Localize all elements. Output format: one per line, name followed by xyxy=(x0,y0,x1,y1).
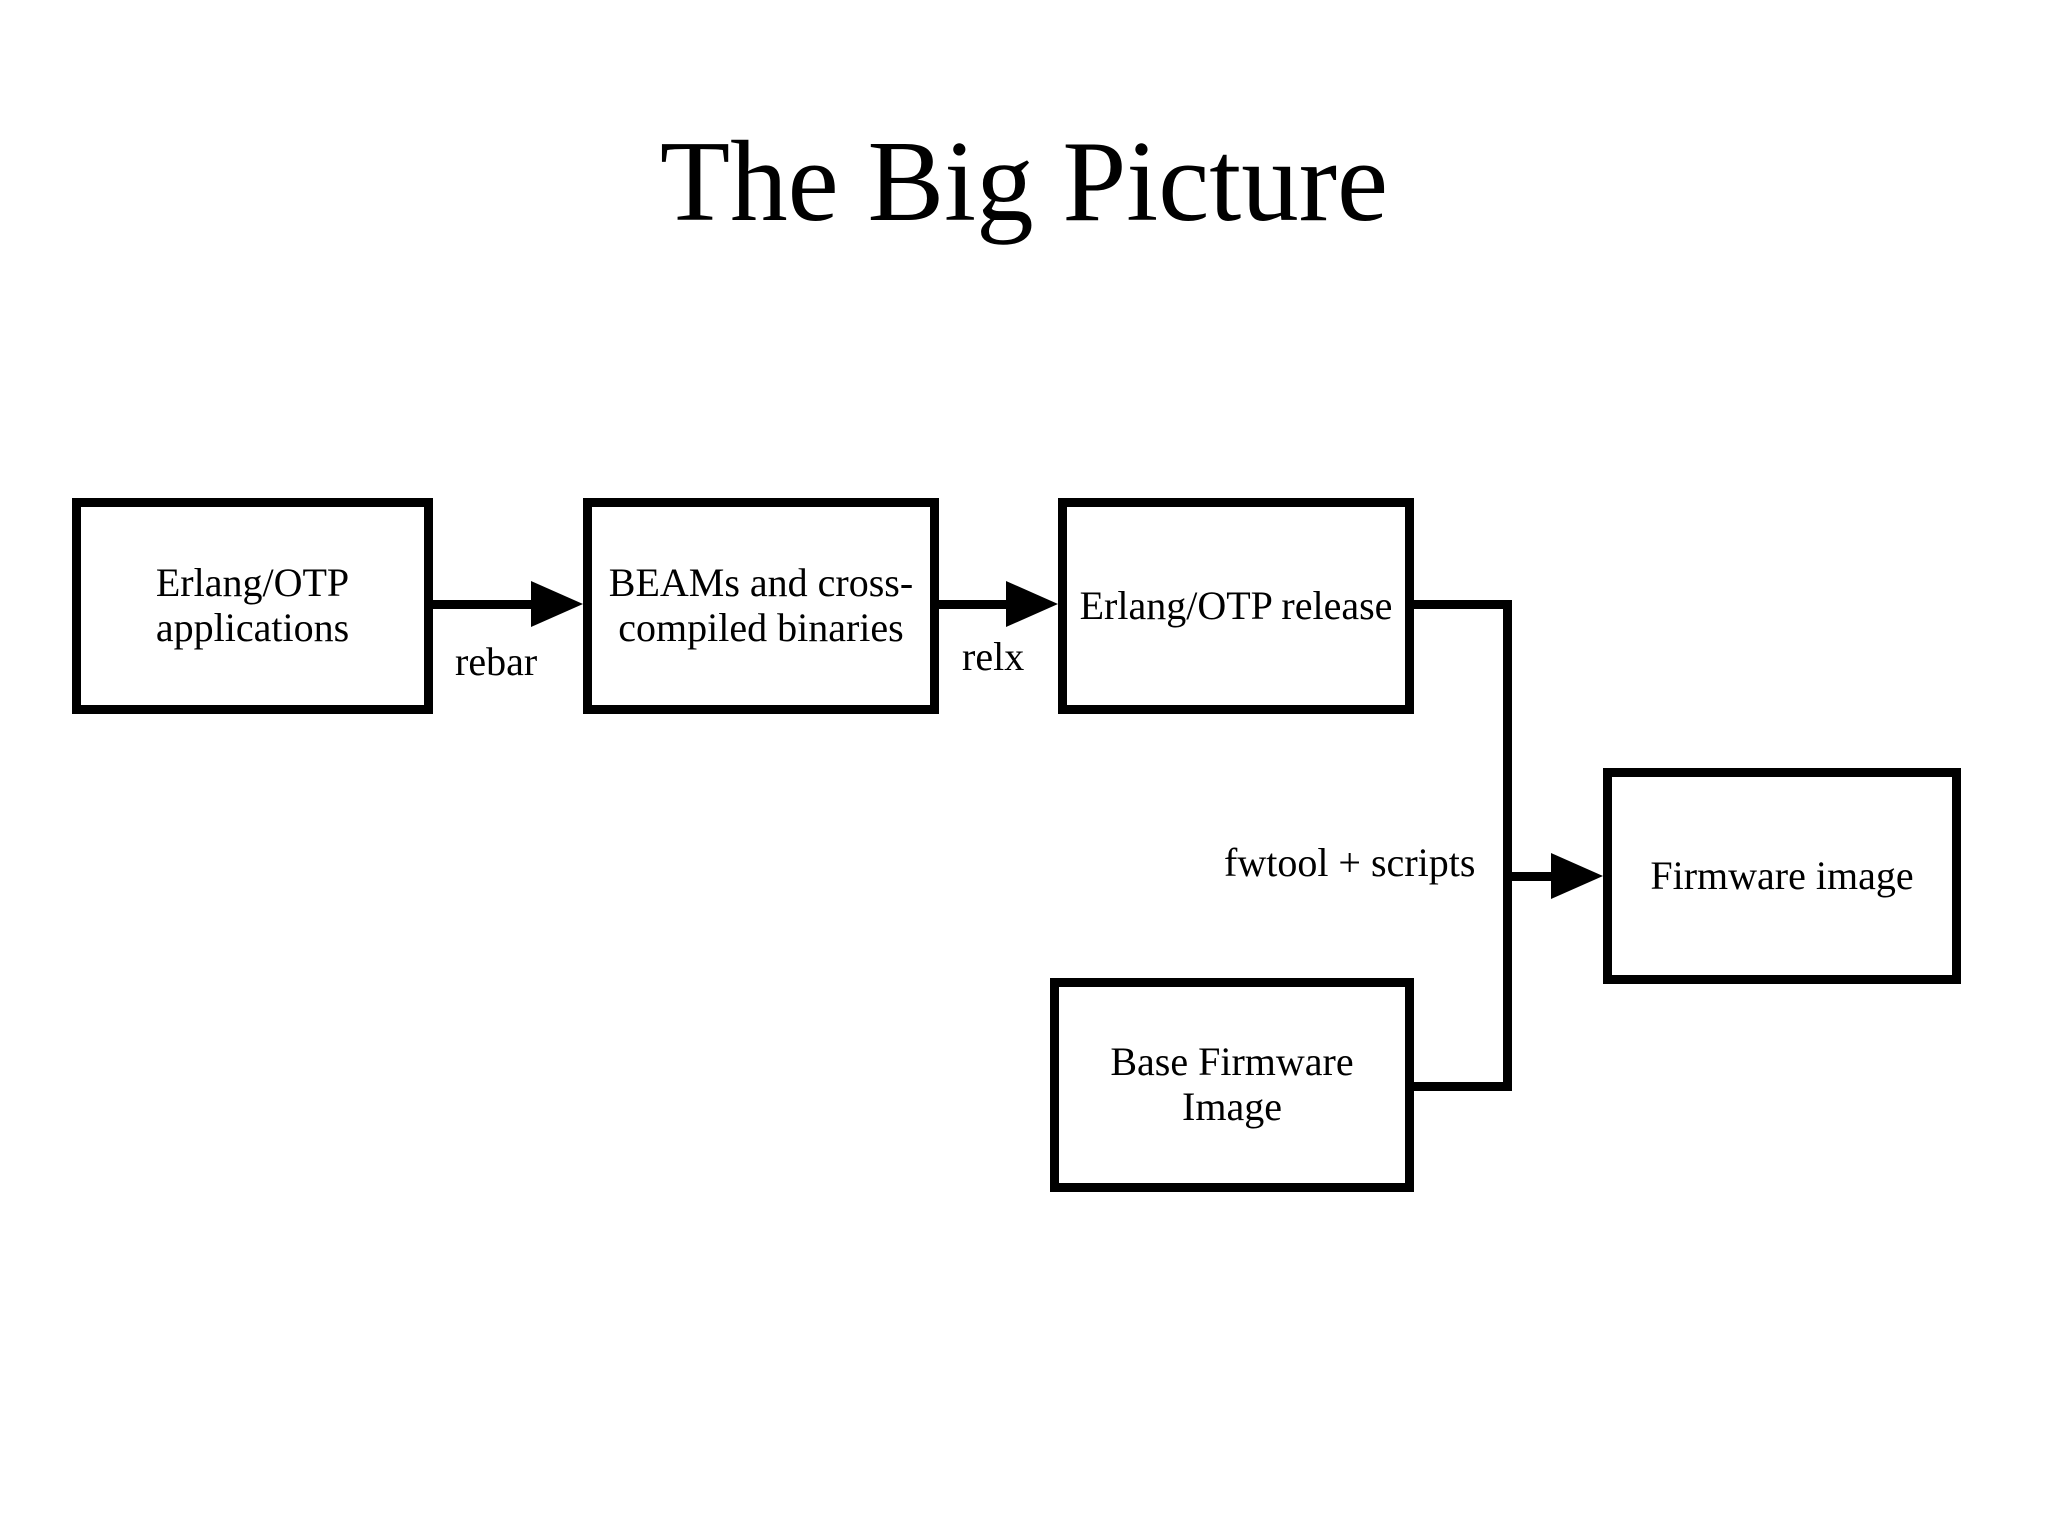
node-erlang-otp-applications: Erlang/OTP applications xyxy=(72,498,433,714)
node-firmware-image: Firmware image xyxy=(1603,768,1961,984)
node-label-line: BEAMs and cross- xyxy=(608,560,914,606)
node-base-firmware-image: Base Firmware Image xyxy=(1050,978,1414,1192)
edge-release-out-line xyxy=(1413,600,1512,609)
node-label-line: Firmware image xyxy=(1650,852,1914,898)
node-label-line: applications xyxy=(155,605,350,650)
node-label-line: Base Firmware xyxy=(1110,1039,1354,1085)
arrowhead-icon xyxy=(531,581,583,627)
edge-firmware-in-line xyxy=(1512,872,1552,881)
arrowhead-icon xyxy=(1006,581,1058,627)
node-label-line: Erlang/OTP release xyxy=(1079,582,1393,628)
node-label-line: Image xyxy=(1182,1084,1282,1129)
node-erlang-otp-release: Erlang/OTP release xyxy=(1058,498,1414,714)
node-label-line: compiled binaries xyxy=(618,605,904,650)
edge-base-out-line xyxy=(1413,1082,1503,1091)
edge-label-fwtool-scripts: fwtool + scripts xyxy=(1224,840,1476,885)
edge-label-rebar: rebar xyxy=(455,639,538,684)
node-beams-cross-compiled-binaries: BEAMs and cross- compiled binaries xyxy=(583,498,939,714)
page-title: The Big Picture xyxy=(659,118,1389,245)
edge-rebar-line xyxy=(432,600,533,609)
arrowhead-icon xyxy=(1551,853,1603,899)
edge-relx-line xyxy=(938,600,1008,609)
edge-label-relx: relx xyxy=(962,634,1025,679)
node-label-line: Erlang/OTP xyxy=(155,560,350,606)
edge-merge-vertical-line xyxy=(1503,600,1512,1091)
